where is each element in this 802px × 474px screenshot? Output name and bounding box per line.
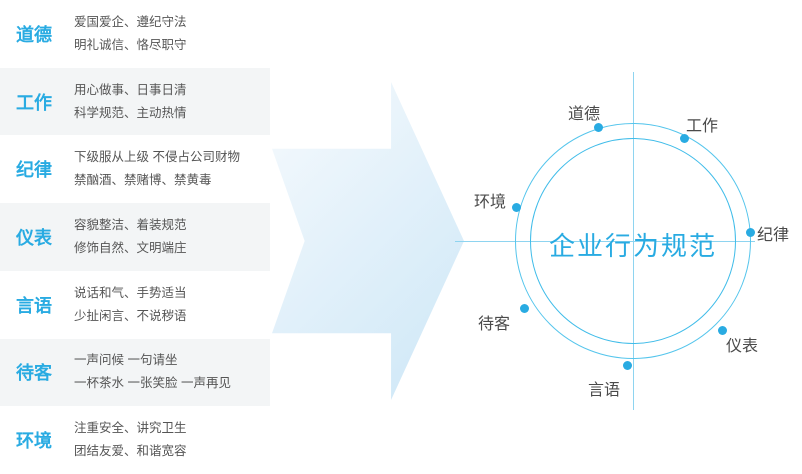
vertical-axis-line <box>633 72 634 410</box>
norm-row-hospitality: 待客 一声问候 一句请坐 一杯茶水 一张笑脸 一声再见 <box>0 338 270 407</box>
node-label-morality: 道德 <box>568 106 601 123</box>
norm-row-morality: 道德 爱国爱企、遵纪守法 明礼诚信、恪尽职守 <box>0 0 270 68</box>
norm-line1: 注重安全、讲究卫生 <box>74 421 187 436</box>
node-dot-morality <box>594 123 603 132</box>
norm-category: 言语 <box>16 295 52 316</box>
norm-description: 说话和气、手势适当 少扯闲言、不说秽语 <box>74 282 187 328</box>
norm-description: 一声问候 一句请坐 一杯茶水 一张笑脸 一声再见 <box>74 349 231 395</box>
norm-line1: 一声问候 一句请坐 <box>74 353 178 368</box>
norm-category: 纪律 <box>16 160 52 181</box>
node-dot-environment <box>512 203 521 212</box>
inner-circle <box>530 138 736 344</box>
norm-line2: 一杯茶水 一张笑脸 一声再见 <box>74 376 231 391</box>
norm-line1: 用心做事、日事日清 <box>74 82 187 97</box>
norm-category: 仪表 <box>16 228 52 249</box>
norm-line2: 科学规范、主动热情 <box>74 105 187 120</box>
norm-line2: 少扯闲言、不说秽语 <box>74 308 187 323</box>
node-label-speech: 言语 <box>588 382 621 399</box>
norm-row-speech: 言语 说话和气、手势适当 少扯闲言、不说秽语 <box>0 270 270 339</box>
node-label-hospitality: 待客 <box>478 316 511 333</box>
norm-description: 容貌整洁、着装规范 修饰自然、文明端庄 <box>74 214 187 260</box>
norm-line2: 团结友爱、和谐宽容 <box>74 444 187 459</box>
node-dot-hospitality <box>520 304 529 313</box>
norm-line1: 容貌整洁、着装规范 <box>74 218 187 233</box>
norm-line2: 修饰自然、文明端庄 <box>74 241 187 256</box>
norm-line1: 说话和气、手势适当 <box>74 285 187 300</box>
norm-category: 环境 <box>16 431 52 452</box>
norm-description: 注重安全、讲究卫生 团结友爱、和谐宽容 <box>74 417 187 463</box>
node-dot-discipline <box>746 228 755 237</box>
norm-row-discipline: 纪律 下级服从上级 不侵占公司财物 禁酗酒、禁赌博、禁黄毒 <box>0 135 270 204</box>
norm-line1: 下级服从上级 不侵占公司财物 <box>74 150 240 165</box>
norm-row-environment: 环境 注重安全、讲究卫生 团结友爱、和谐宽容 <box>0 406 270 474</box>
norm-category: 道德 <box>16 24 52 45</box>
norm-row-work: 工作 用心做事、日事日清 科学规范、主动热情 <box>0 67 270 136</box>
node-dot-speech <box>623 361 632 370</box>
node-dot-work <box>680 134 689 143</box>
norm-description: 下级服从上级 不侵占公司财物 禁酗酒、禁赌博、禁黄毒 <box>74 146 240 192</box>
norm-description: 用心做事、日事日清 科学规范、主动热情 <box>74 79 187 125</box>
norm-category: 待客 <box>16 363 52 384</box>
right-arrow-icon <box>272 82 464 400</box>
norm-line2: 明礼诚信、恪尽职守 <box>74 37 187 52</box>
outer-circle <box>515 123 751 359</box>
node-label-work: 工作 <box>686 118 719 135</box>
diagram-title: 企业行为规范 <box>548 231 717 261</box>
node-label-discipline: 纪律 <box>757 227 790 244</box>
norm-line2: 禁酗酒、禁赌博、禁黄毒 <box>74 173 212 188</box>
horizontal-axis-line <box>455 241 755 242</box>
norm-line1: 爱国爱企、遵纪守法 <box>74 14 187 29</box>
norm-description: 爱国爱企、遵纪守法 明礼诚信、恪尽职守 <box>74 11 187 57</box>
norm-row-appearance: 仪表 容貌整洁、着装规范 修饰自然、文明端庄 <box>0 203 270 271</box>
norms-list: 道德 爱国爱企、遵纪守法 明礼诚信、恪尽职守 工作 用心做事、日事日清 科学规范… <box>0 0 270 474</box>
node-label-appearance: 仪表 <box>726 338 759 355</box>
norm-category: 工作 <box>16 92 52 113</box>
node-label-environment: 环境 <box>474 194 507 211</box>
node-dot-appearance <box>718 326 727 335</box>
